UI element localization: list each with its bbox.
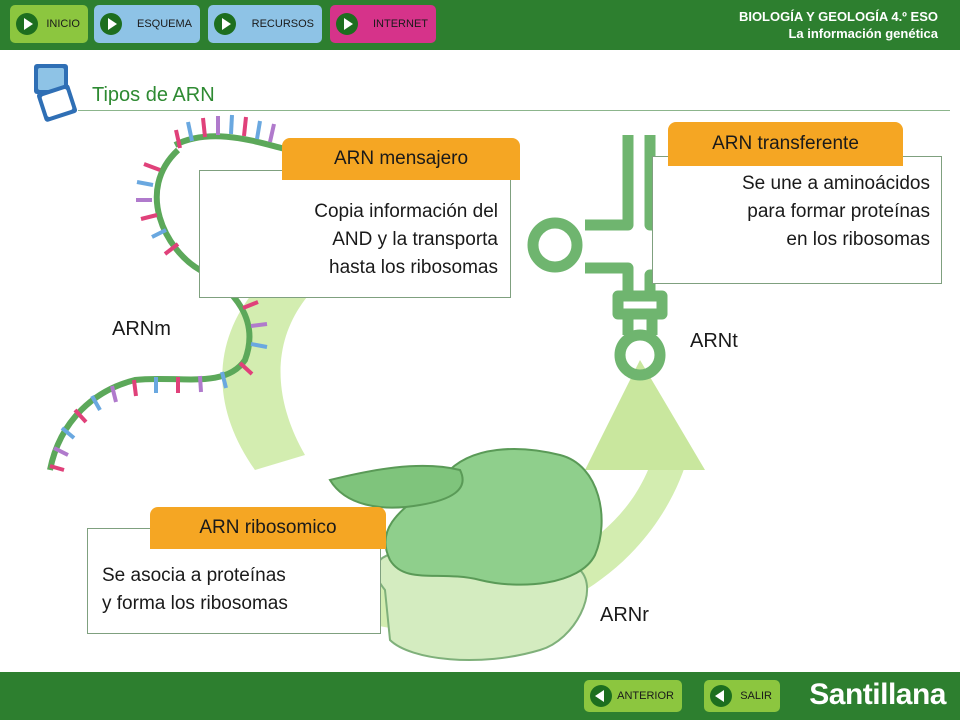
description-line: para formar proteínas — [747, 201, 930, 222]
nav-internet-button[interactable]: INTERNET — [330, 5, 436, 43]
back-arrow-icon — [590, 685, 612, 707]
transferente-box — [652, 156, 942, 284]
description-line: Copia información del — [314, 201, 498, 222]
ribosomico-description: Se asocia a proteínas y forma los riboso… — [102, 562, 372, 618]
title-divider — [78, 110, 950, 111]
unit-title: La información genética — [788, 26, 938, 41]
ribosomico-tab: ARN ribosomico — [150, 507, 386, 549]
mensajero-tab: ARN mensajero — [282, 138, 520, 180]
nav-label: INTERNET — [373, 18, 428, 30]
ribosome-shape — [328, 448, 603, 662]
salir-label: SALIR — [740, 690, 772, 702]
transferente-description: Se une a aminoácidos para formar proteín… — [660, 170, 930, 254]
salir-button[interactable]: SALIR — [704, 680, 780, 712]
nav-label: ESQUEMA — [136, 18, 192, 30]
description-line: AND y la transporta — [332, 229, 498, 250]
description-line: en los ribosomas — [786, 229, 930, 250]
mensajero-box — [199, 170, 511, 298]
anterior-label: ANTERIOR — [617, 690, 674, 702]
description-line: hasta los ribosomas — [329, 257, 498, 278]
description-line: y forma los ribosomas — [102, 593, 288, 614]
arnr-label: ARNr — [600, 604, 649, 626]
santillana-logo: Santillana — [809, 678, 946, 711]
nav-label: INICIO — [46, 18, 80, 30]
play-icon — [336, 13, 358, 35]
mensajero-description: Copia información del AND y la transport… — [215, 198, 498, 282]
description-line: Se asocia a proteínas — [102, 565, 286, 586]
nav-recursos-button[interactable]: RECURSOS — [208, 5, 322, 43]
arnt-label: ARNt — [690, 330, 738, 352]
description-line: Se une a aminoácidos — [741, 173, 930, 194]
page-icon — [34, 64, 78, 122]
course-header: BIOLOGÍA Y GEOLOGÍA 4.º ESO La informaci… — [739, 8, 938, 42]
cycle-arrow-head — [585, 360, 705, 470]
arnm-label: ARNm — [112, 318, 171, 340]
nav-inicio-button[interactable]: INICIO — [10, 5, 88, 43]
play-icon — [16, 13, 38, 35]
bottom-bar — [0, 672, 960, 720]
play-icon — [100, 13, 122, 35]
course-title: BIOLOGÍA Y GEOLOGÍA 4.º ESO — [738, 9, 938, 24]
play-icon — [214, 13, 236, 35]
back-arrow-icon — [710, 685, 732, 707]
transferente-tab: ARN transferente — [668, 122, 903, 166]
nav-label: RECURSOS — [251, 18, 314, 30]
anterior-button[interactable]: ANTERIOR — [584, 680, 682, 712]
trna-shape — [527, 135, 758, 381]
page-title: Tipos de ARN — [92, 84, 215, 106]
nav-esquema-button[interactable]: ESQUEMA — [94, 5, 200, 43]
